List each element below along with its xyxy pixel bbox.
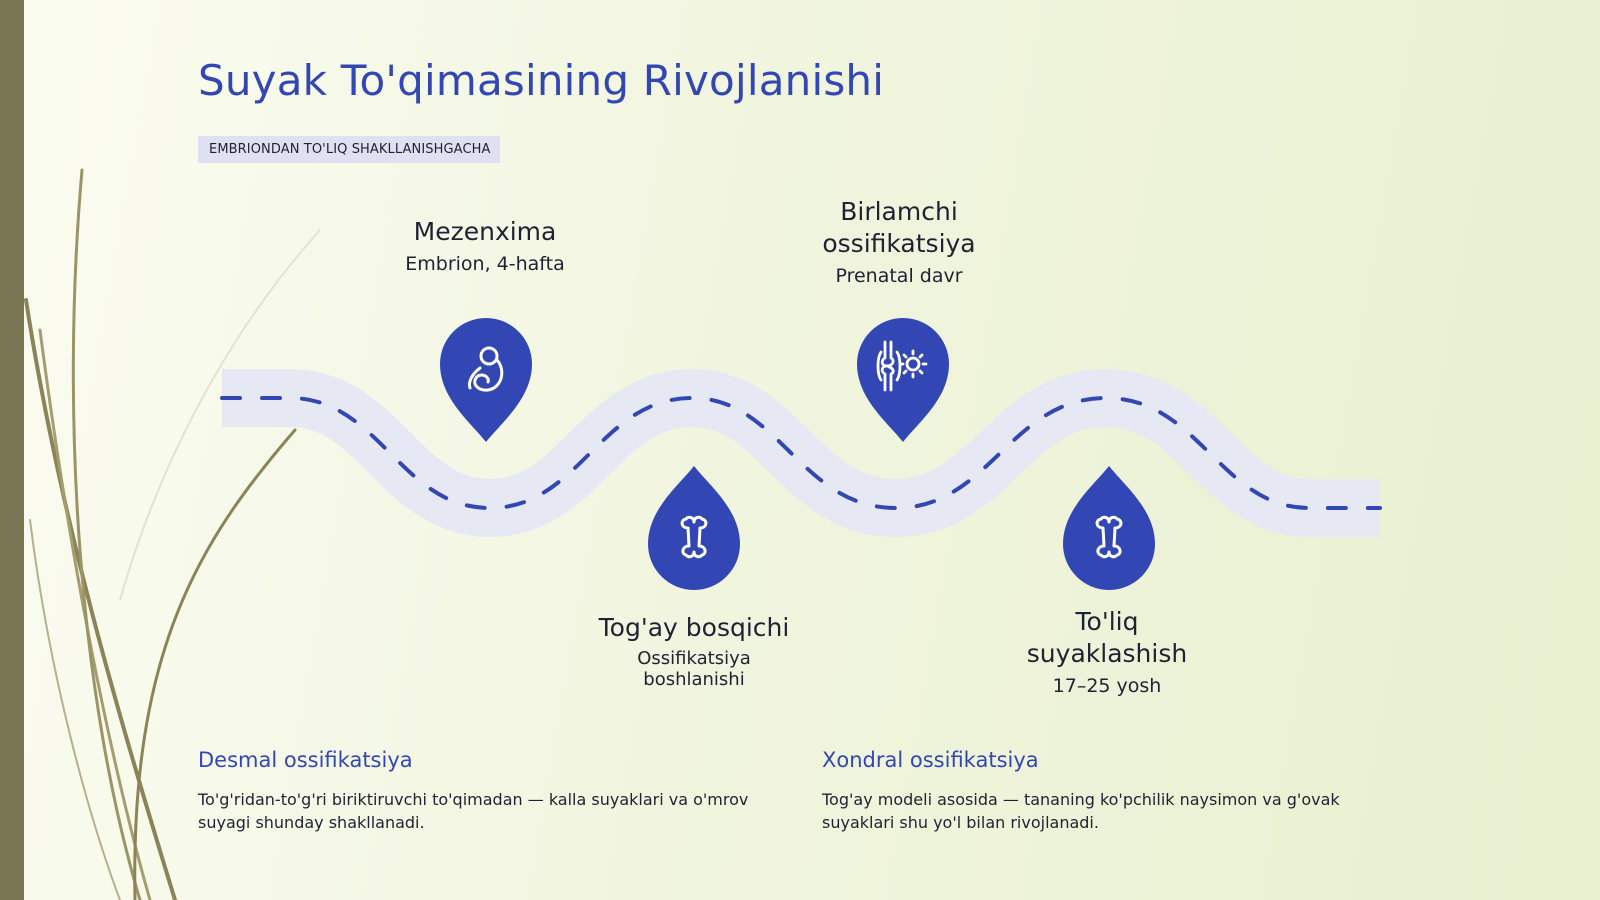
section-desmal-title: Desmal ossifikatsiya	[198, 748, 413, 772]
section-xondral-title: Xondral ossifikatsiya	[822, 748, 1039, 772]
left-accent-bar	[0, 0, 24, 900]
section-xondral-text: Tog'ay modeli asosida — tananing ko'pchi…	[822, 790, 1340, 832]
stage-2-pin	[648, 466, 740, 590]
stage-2-name: Tog'ay bosqichi	[598, 613, 790, 642]
bone-icon	[1095, 515, 1123, 559]
embryo-icon	[468, 346, 504, 392]
stage-1-pin	[440, 318, 532, 442]
joint-icon	[876, 340, 928, 392]
slide-subtitle: EMBRIONDAN TO'LIQ SHAKLLANISHGACHA	[198, 136, 501, 163]
stage-1-sub: Embrion, 4-hafta	[405, 253, 565, 275]
stage-4-label: To'liq suyaklashish 17–25 yosh	[1007, 606, 1207, 698]
stage-3-name: Birlamchi ossifikatsiya	[822, 197, 976, 258]
road-dashes	[220, 395, 1382, 511]
section-desmal-text: To'g'ridan-to'g'ri biriktiruvchi to'qima…	[198, 790, 749, 832]
stage-1-name: Mezenxima	[413, 217, 557, 246]
bone-icon	[680, 515, 708, 559]
stage-4-pin	[1063, 466, 1155, 590]
stage-2-sub: Ossifikatsiya boshlanishi	[637, 648, 751, 690]
stage-3-sub: Prenatal davr	[835, 265, 963, 287]
grass-decoration	[24, 168, 320, 900]
stage-1-label: Mezenxima Embrion, 4-hafta	[365, 216, 605, 276]
slide-title: Suyak To'qimasining Rivojlanishi	[198, 56, 885, 105]
road-band	[222, 369, 1380, 537]
stage-3-label: Birlamchi ossifikatsiya Prenatal davr	[799, 196, 999, 288]
stage-4-name: To'liq suyaklashish	[1026, 607, 1188, 668]
stage-2-label: Tog'ay bosqichi Ossifikatsiya boshlanish…	[574, 612, 814, 690]
stage-3-pin	[857, 318, 949, 442]
stage-4-sub: 17–25 yosh	[1052, 675, 1162, 697]
